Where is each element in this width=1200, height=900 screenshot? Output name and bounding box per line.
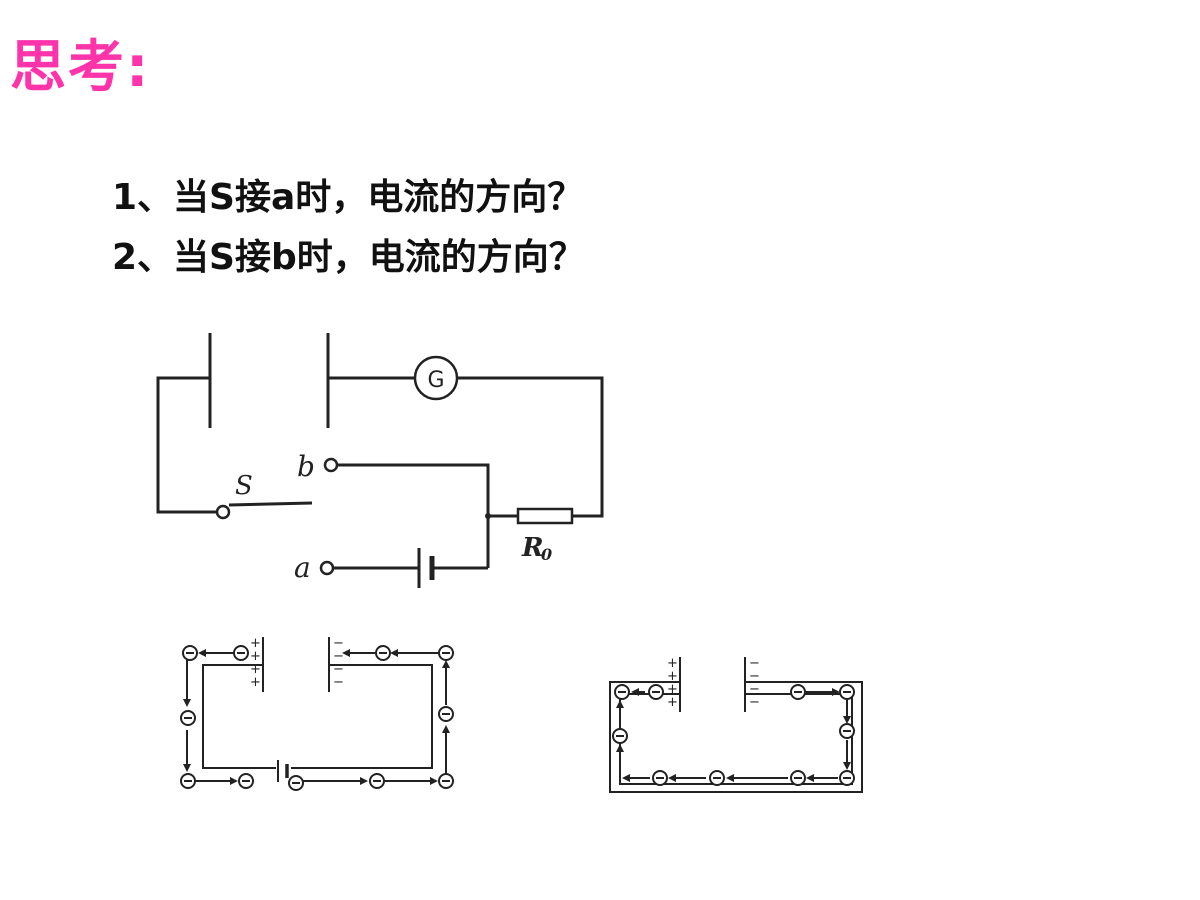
resistor-icon	[516, 507, 574, 525]
inner-wire	[619, 693, 853, 785]
electron-icon	[180, 710, 196, 726]
inner-wire-left	[202, 664, 276, 769]
electron-icon	[839, 770, 855, 786]
electron-icon	[438, 706, 454, 722]
electron-markers	[180, 645, 855, 791]
slide-title: 思考:	[10, 35, 151, 100]
plus-sign: +	[667, 669, 678, 684]
wire-left-loop	[156, 376, 216, 514]
main-circuit: S G R 0 b a	[156, 333, 604, 588]
galvanometer-icon	[413, 355, 459, 401]
electron-icon	[648, 684, 664, 700]
junction-dot	[485, 513, 491, 519]
electron-icon	[438, 645, 454, 661]
electron-icon	[612, 728, 628, 744]
electron-icon	[790, 684, 806, 700]
electron-icon	[790, 770, 806, 786]
wire-b-junction	[337, 463, 490, 568]
plus-sign: +	[250, 662, 261, 677]
resistor-label: R	[521, 533, 544, 563]
galvanometer-label: G	[427, 368, 444, 393]
plus-sign: +	[667, 695, 678, 710]
question-2: 2、当S接b时，电流的方向？	[112, 237, 585, 278]
electron-icon	[180, 773, 196, 789]
plus-sign: +	[250, 649, 261, 664]
terminal-b-label: b	[297, 450, 315, 483]
terminal-a	[319, 560, 335, 576]
minus-sign: −	[333, 675, 344, 690]
electron-icon	[369, 773, 385, 789]
plus-sign: +	[667, 656, 678, 671]
question-1: 1、当S接a时，电流的方向？	[112, 177, 584, 218]
electron-diagram-charging: + + + + − − − −	[183, 636, 450, 785]
switch-blade	[228, 501, 313, 507]
plus-sign: +	[250, 636, 261, 651]
minus-sign: −	[749, 695, 760, 710]
inner-wire-right	[291, 664, 433, 769]
minus-sign: −	[749, 669, 760, 684]
wire-right-loop	[458, 376, 604, 518]
electron-icon	[438, 773, 454, 789]
switch-pivot	[215, 504, 231, 520]
electron-diagram-discharging: + + + + − − − −	[609, 656, 863, 793]
outer-wire	[609, 681, 863, 793]
electron-icon	[839, 684, 855, 700]
minus-sign: −	[333, 649, 344, 664]
electron-icon	[238, 773, 254, 789]
electron-icon	[182, 645, 198, 661]
minus-sign: −	[749, 682, 760, 697]
electron-icon	[375, 645, 391, 661]
minus-sign: −	[333, 636, 344, 651]
electron-icon	[839, 723, 855, 739]
electron-icon	[652, 770, 668, 786]
terminal-a-label: a	[294, 551, 311, 584]
electron-icon	[288, 775, 304, 791]
minus-sign: −	[333, 662, 344, 677]
plus-sign: +	[250, 675, 261, 690]
electron-icon	[709, 770, 725, 786]
plus-sign: +	[667, 682, 678, 697]
electron-icon	[233, 645, 249, 661]
switch-label: S	[235, 471, 253, 501]
resistor-subscript: 0	[541, 545, 552, 564]
electron-icon	[614, 684, 630, 700]
minus-sign: −	[749, 656, 760, 671]
terminal-b	[323, 457, 339, 473]
